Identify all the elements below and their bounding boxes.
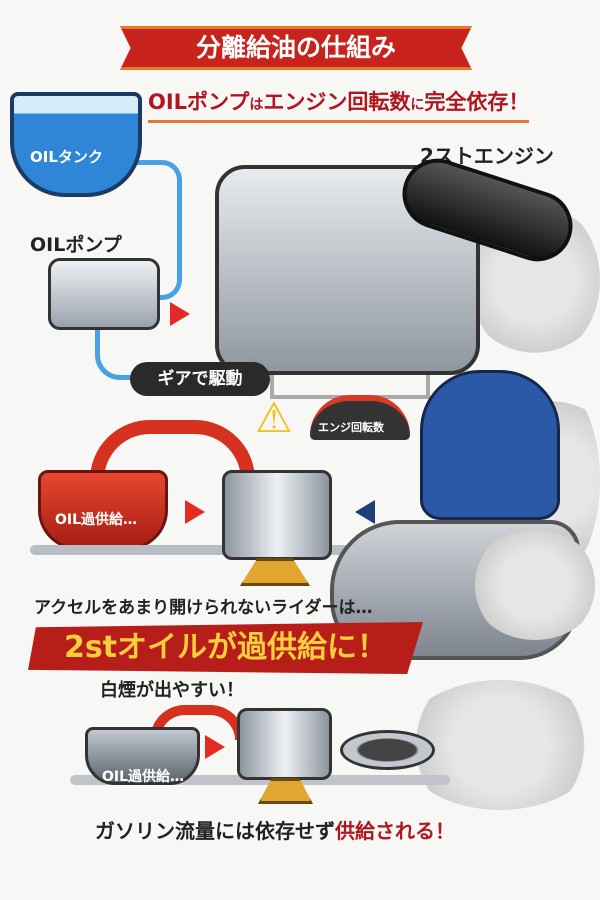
air-funnel bbox=[340, 730, 435, 770]
gear-drive-bubble: ギアで駆動 bbox=[130, 362, 270, 396]
headline-part: は bbox=[249, 97, 264, 113]
arrow-left-icon bbox=[355, 500, 375, 524]
tachometer-gauge: エンジ回転数 bbox=[310, 395, 410, 440]
oil-tank: OILタンク bbox=[10, 92, 142, 197]
smoke bbox=[470, 530, 600, 640]
intake-bar bbox=[70, 775, 450, 785]
intake-bar bbox=[30, 545, 360, 555]
oversupply-banner: 2stオイルが過供給に！ bbox=[28, 622, 423, 674]
oil-bowl: OIL過供給… bbox=[85, 727, 200, 785]
bottom-text-emphasis: 供給される！ bbox=[335, 819, 455, 843]
tank-label: OILタンク bbox=[30, 148, 103, 166]
pump-label: OILポンプ bbox=[30, 234, 122, 256]
gauge-label: エンジ回転数 bbox=[318, 421, 384, 434]
headline: OILポンプはエンジン回転数に完全依存！ bbox=[148, 86, 530, 123]
title: 分離給油の仕組み bbox=[195, 33, 396, 62]
bottom-text: ガソリン流量には依存せず供給される！ bbox=[95, 815, 455, 844]
headline-part: に bbox=[410, 97, 425, 113]
arrow-right-icon bbox=[170, 302, 190, 326]
headline-part: 完全依存！ bbox=[424, 90, 530, 114]
arrow-right-icon bbox=[185, 500, 205, 524]
headline-part: OILポンプ bbox=[148, 90, 250, 114]
bowl-label: OIL過供給… bbox=[102, 769, 185, 785]
warning-icon: ⚠ bbox=[255, 393, 293, 442]
rider-illustration bbox=[420, 370, 560, 520]
smoke-text: 白煙が出やすい！ bbox=[100, 680, 244, 701]
headline-part: エンジン回転数 bbox=[263, 90, 411, 114]
rider-text: アクセルをあまり開けられないライダーは… bbox=[34, 598, 373, 618]
oil-pump bbox=[48, 258, 160, 330]
oil-pipe bbox=[95, 325, 135, 380]
oil-bucket: OIL過供給… bbox=[38, 470, 168, 550]
carburetor bbox=[237, 708, 332, 780]
carburetor-stand bbox=[240, 558, 310, 586]
carburetor bbox=[222, 470, 332, 560]
bucket-label: OIL過供給… bbox=[55, 512, 138, 528]
bottom-text-normal: ガソリン流量には依存せず bbox=[95, 819, 335, 843]
arrow-right-icon bbox=[205, 735, 225, 759]
title-banner: 分離給油の仕組み bbox=[120, 26, 472, 70]
